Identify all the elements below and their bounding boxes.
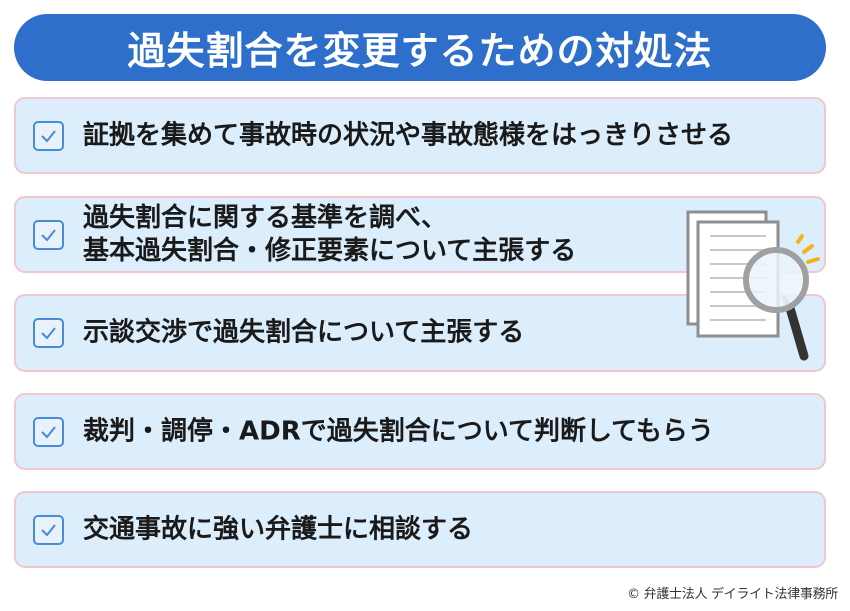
list-item-line: 裁判・調停・ADRで過失割合について判断してもらう [83,416,714,446]
checkbox-checked-icon [33,219,64,250]
list-item: 裁判・調停・ADRで過失割合について判断してもらう [14,393,826,470]
list-item-line: 基本過失割合・修正要素について主張する [83,235,577,266]
title-banner: 過失割合を変更するための対処法 [14,14,826,81]
list-item-text: 示談交渉で過失割合について主張する [83,317,524,350]
list-item: 証拠を集めて事故時の状況や事故態様をはっきりさせる [14,97,826,174]
list-item-line: 示談交渉で過失割合について主張する [83,317,525,348]
list-item-text: 裁判・調停・ADRで過失割合について判断してもらう [83,415,714,448]
checkbox-checked-icon [33,318,64,348]
checkbox-checked-icon [33,514,64,545]
list-item-line: 過失割合に関する基準を調べ、 [83,202,448,233]
list-item-line: 証拠を集めて事故時の状況や事故態様をはっきりさせる [83,120,734,150]
page-title: 過失割合を変更するための対処法 [127,29,713,73]
list-item-line: 交通事故に強い弁護士に相談する [83,514,474,544]
checkbox-checked-icon [33,120,64,151]
copyright-notice: © 弁護士法人 デイライト法律事務所 [627,587,838,602]
list-item-text: 過失割合に関する基準を調べ、 基本過失割合・修正要素について主張する [83,202,576,268]
list-item-text: 交通事故に強い弁護士に相談する [83,513,473,546]
list-item-text: 証拠を集めて事故時の状況や事故態様をはっきりさせる [83,119,733,152]
checkbox-checked-icon [33,416,64,447]
documents-magnifying-glass-icon [680,200,830,370]
list-item: 交通事故に強い弁護士に相談する [14,491,826,568]
